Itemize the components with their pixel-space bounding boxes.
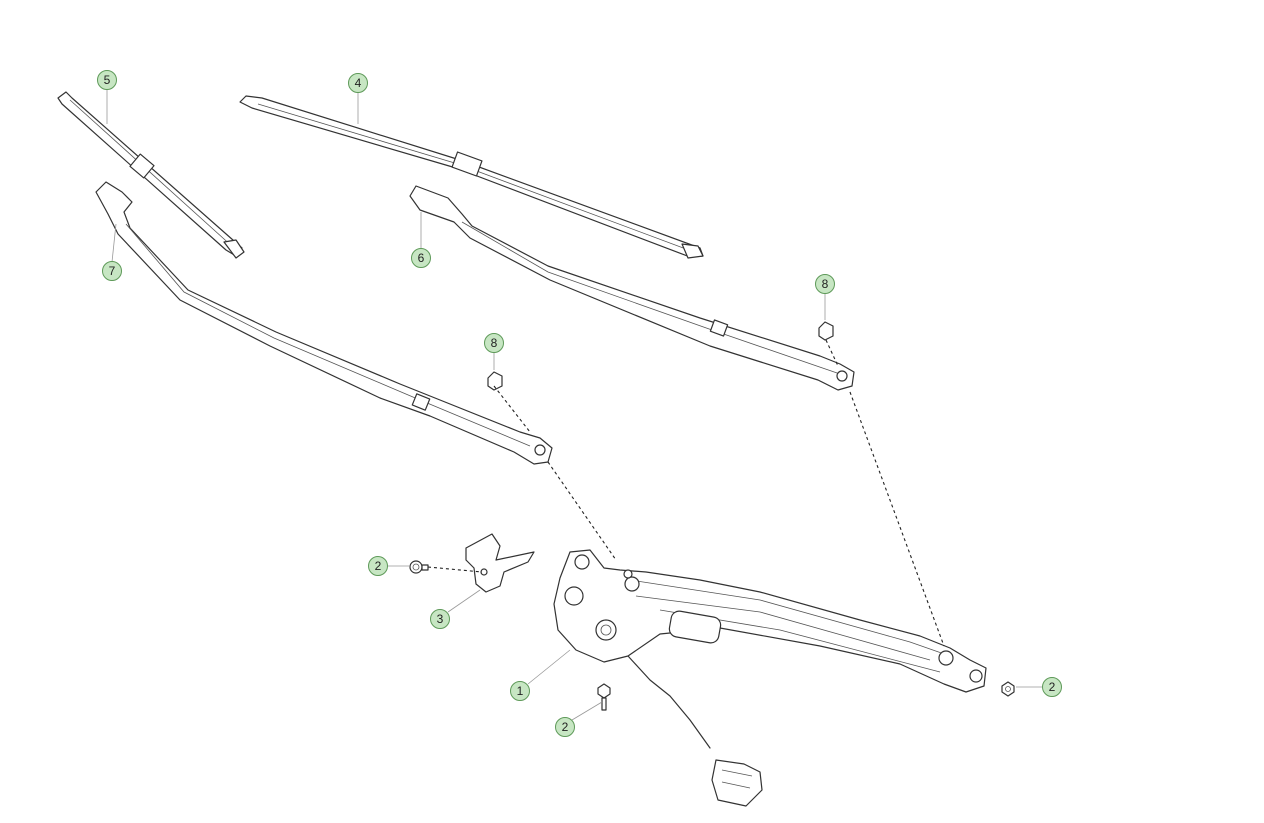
- nut-right: [1001, 681, 1015, 697]
- callout-5-label: 5: [104, 73, 111, 87]
- callout-2-left-label: 2: [375, 559, 382, 573]
- callout-2-bottom[interactable]: 2: [555, 717, 575, 737]
- callout-6[interactable]: 6: [411, 248, 431, 268]
- wiper-arm-left: [95, 181, 553, 465]
- callout-7-label: 7: [109, 264, 116, 278]
- callout-1[interactable]: 1: [510, 681, 530, 701]
- callout-1-label: 1: [517, 684, 524, 698]
- callout-2-bottom-label: 2: [562, 720, 569, 734]
- callout-8-left[interactable]: 8: [484, 333, 504, 353]
- wiper-motor-linkage: [553, 549, 987, 807]
- cap-nut-right: [818, 321, 834, 341]
- cap-nut-left: [487, 371, 503, 391]
- callout-6-label: 6: [418, 251, 425, 265]
- leader-3: [447, 589, 481, 613]
- mounting-bracket: [465, 533, 535, 593]
- callout-4[interactable]: 4: [348, 73, 368, 93]
- assembly-line-left-arm: [493, 385, 617, 561]
- bolt-bottom: [597, 683, 611, 711]
- leader-1: [527, 649, 571, 685]
- callout-8-left-label: 8: [491, 336, 498, 350]
- leader-2b: [571, 701, 603, 721]
- callout-3-label: 3: [437, 612, 444, 626]
- bolt-left: [409, 560, 429, 574]
- callout-2-right[interactable]: 2: [1042, 677, 1062, 697]
- callout-8-right-label: 8: [822, 277, 829, 291]
- wiper-blade-long: [239, 95, 704, 259]
- callout-3[interactable]: 3: [430, 609, 450, 629]
- callout-7[interactable]: 7: [102, 261, 122, 281]
- wiper-arm-right: [409, 185, 855, 391]
- leader-7: [111, 223, 117, 263]
- callout-2-left[interactable]: 2: [368, 556, 388, 576]
- assembly-line-right-arm: [825, 339, 945, 647]
- callout-5[interactable]: 5: [97, 70, 117, 90]
- callout-4-label: 4: [355, 76, 362, 90]
- callout-8-right[interactable]: 8: [815, 274, 835, 294]
- callout-2-right-label: 2: [1049, 680, 1056, 694]
- wiper-blade-short: [57, 91, 245, 259]
